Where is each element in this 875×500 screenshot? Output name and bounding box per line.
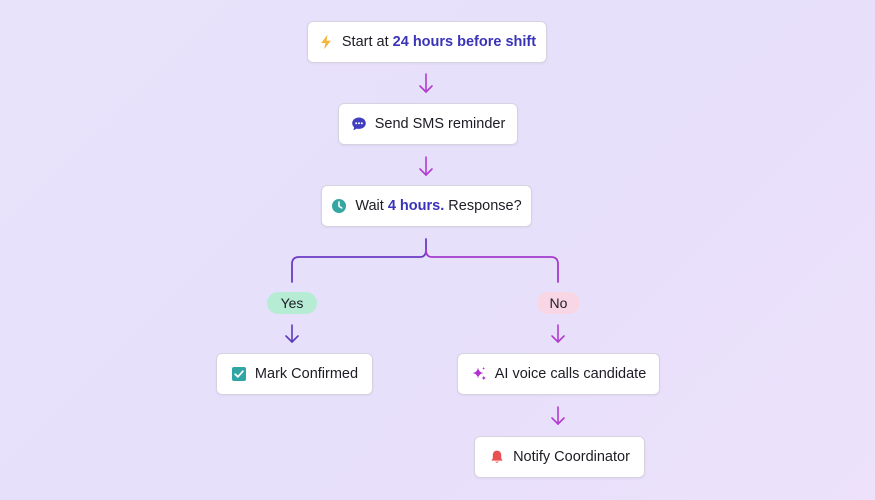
chat-bubble-icon <box>351 117 366 131</box>
no-label-text: No <box>549 295 568 311</box>
ai-voice-call-node[interactable]: AI voice calls candidate <box>457 353 660 395</box>
bell-icon <box>491 450 503 463</box>
arrow-no-to-ai-call <box>551 324 565 343</box>
no-branch-label: No <box>537 292 580 314</box>
send-sms-node[interactable]: Send SMS reminder <box>338 103 518 145</box>
wait-node-highlight: 4 hours. <box>387 198 445 214</box>
notify-coordinator-node[interactable]: Notify Coordinator <box>474 436 645 478</box>
start-trigger-node[interactable]: Start at 24 hours before shift <box>307 21 547 63</box>
arrow-yes-to-confirmed <box>285 324 299 343</box>
checkbox-icon <box>231 367 246 381</box>
ai-voice-call-label: AI voice calls candidate <box>494 366 647 382</box>
wait-node-text: Wait 4 hours. Response? <box>355 198 522 214</box>
arrow-start-to-sms <box>419 73 433 93</box>
wait-response-node[interactable]: Wait 4 hours. Response? <box>321 185 532 227</box>
clock-icon <box>332 199 347 213</box>
arrow-sms-to-wait <box>419 156 433 176</box>
start-node-text: Start at 24 hours before shift <box>341 34 537 50</box>
sparkle-icon <box>472 367 486 381</box>
lightning-icon <box>321 34 331 50</box>
decision-branch-brace <box>291 238 559 283</box>
mark-confirmed-node[interactable]: Mark Confirmed <box>216 353 373 395</box>
mark-confirmed-label: Mark Confirmed <box>254 366 359 382</box>
notify-coordinator-label: Notify Coordinator <box>513 449 630 465</box>
send-sms-label: Send SMS reminder <box>374 116 506 132</box>
yes-branch-label: Yes <box>267 292 317 314</box>
arrow-ai-call-to-notify <box>551 406 565 425</box>
start-node-highlight: 24 hours before shift <box>392 34 537 50</box>
yes-label-text: Yes <box>280 295 304 311</box>
